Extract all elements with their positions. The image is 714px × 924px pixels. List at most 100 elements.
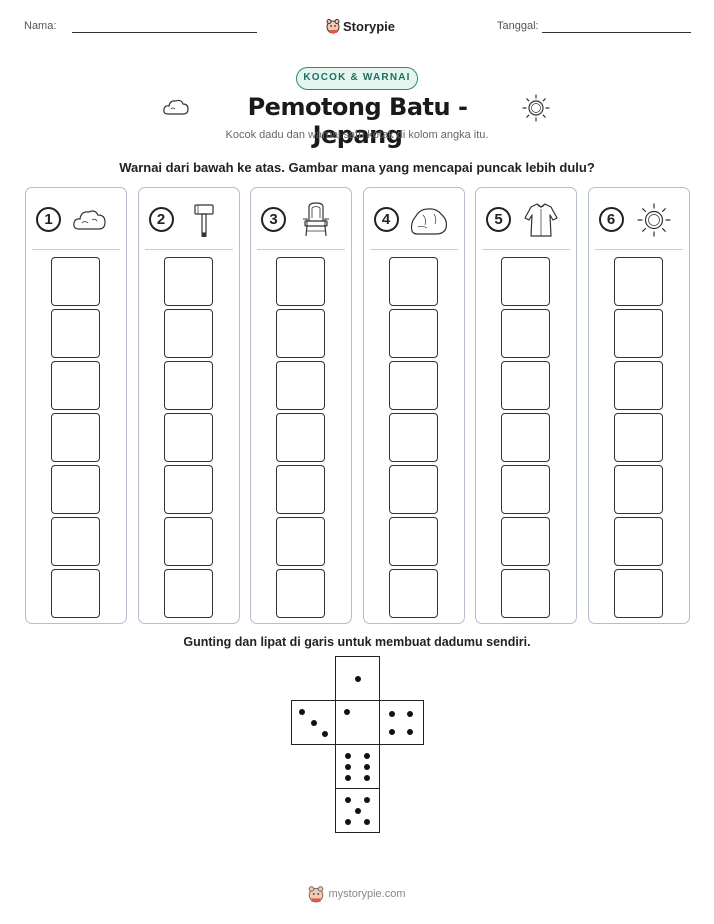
- dice-pip: [299, 709, 305, 715]
- dice-pip: [407, 729, 413, 735]
- color-box[interactable]: [388, 361, 438, 410]
- color-box[interactable]: [388, 569, 438, 618]
- footer-url[interactable]: mystorypie.com: [328, 888, 406, 900]
- color-box[interactable]: [501, 517, 550, 566]
- column-header: 4: [364, 188, 464, 250]
- color-box[interactable]: [613, 465, 663, 514]
- color-box[interactable]: [388, 309, 438, 358]
- page-title: Pemotong Batu - Jepang: [247, 93, 468, 149]
- color-box[interactable]: [276, 569, 325, 618]
- dice-pip: [364, 819, 370, 825]
- dice-pip: [364, 797, 370, 803]
- column-number: 6: [598, 207, 624, 232]
- color-box[interactable]: [388, 465, 438, 514]
- column-header: 2: [139, 188, 239, 250]
- sun-icon: [636, 203, 671, 237]
- column-header: 1: [26, 188, 126, 250]
- name-input-line[interactable]: [72, 32, 257, 33]
- column-5: 5: [475, 187, 577, 624]
- color-box[interactable]: [501, 309, 550, 358]
- color-box[interactable]: [613, 309, 663, 358]
- color-box[interactable]: [276, 309, 325, 358]
- date-label: Tanggal:: [497, 20, 539, 32]
- color-box[interactable]: [501, 257, 550, 306]
- color-box[interactable]: [613, 257, 663, 306]
- color-box[interactable]: [501, 569, 550, 618]
- color-box[interactable]: [51, 517, 100, 566]
- title-row: Pemotong Batu - Jepang: [0, 93, 714, 149]
- dice-pip: [345, 797, 351, 803]
- dice-face-6: [335, 744, 380, 789]
- color-box[interactable]: [276, 517, 325, 566]
- color-box[interactable]: [613, 569, 663, 618]
- dice-pip: [322, 731, 328, 737]
- dice-pip: [345, 819, 351, 825]
- dice-pip: [389, 729, 395, 735]
- color-box[interactable]: [276, 465, 325, 514]
- column-1: 1: [25, 187, 127, 624]
- color-box[interactable]: [276, 257, 325, 306]
- color-box[interactable]: [613, 361, 663, 410]
- coloring-columns: 1 2: [25, 187, 690, 624]
- date-input-line[interactable]: [542, 32, 691, 33]
- color-box[interactable]: [163, 517, 213, 566]
- column-divider: [594, 249, 683, 250]
- color-box[interactable]: [388, 257, 438, 306]
- dice-pip: [311, 720, 317, 726]
- column-number: 1: [36, 207, 61, 232]
- cloud-icon: [163, 99, 189, 115]
- column-header: 6: [589, 188, 689, 250]
- color-box[interactable]: [613, 517, 663, 566]
- sun-icon: [522, 94, 550, 122]
- instruction: Warnai dari bawah ke atas. Gambar mana y…: [119, 160, 595, 175]
- dice-pip: [389, 711, 395, 717]
- dice-pip: [364, 775, 370, 781]
- color-box[interactable]: [163, 309, 213, 358]
- dice-pip: [344, 709, 350, 715]
- dice-pip: [355, 808, 361, 814]
- color-box[interactable]: [51, 257, 100, 306]
- column-2: 2: [137, 187, 240, 624]
- dice-face-1: [335, 656, 380, 701]
- dice-pip: [345, 775, 351, 781]
- color-box[interactable]: [501, 361, 550, 410]
- column-divider: [32, 249, 120, 250]
- color-box[interactable]: [501, 413, 550, 462]
- brand-name: Storypie: [343, 18, 396, 34]
- column-header: 5: [476, 188, 576, 250]
- color-box[interactable]: [388, 413, 438, 462]
- storypie-logo: Storypie: [326, 18, 395, 34]
- color-box[interactable]: [388, 517, 438, 566]
- dice-pip: [345, 753, 351, 759]
- column-number: 2: [148, 207, 174, 232]
- color-box[interactable]: [51, 413, 100, 462]
- dice-pip: [345, 764, 351, 770]
- dice-face-4: [379, 700, 424, 745]
- dice-pip: [364, 764, 370, 770]
- color-box[interactable]: [51, 569, 100, 618]
- color-box[interactable]: [163, 569, 213, 618]
- color-box[interactable]: [163, 361, 213, 410]
- color-box[interactable]: [276, 361, 325, 410]
- color-box[interactable]: [501, 465, 550, 514]
- color-box[interactable]: [163, 465, 213, 514]
- cut-instruction: Gunting dan lipat di garis untuk membuat…: [183, 635, 531, 649]
- color-box[interactable]: [163, 257, 213, 306]
- color-box[interactable]: [276, 413, 325, 462]
- color-box[interactable]: [51, 309, 100, 358]
- column-number: 4: [373, 207, 399, 232]
- column-4: 4: [362, 187, 465, 624]
- footer: mystorypie.com: [0, 885, 714, 903]
- color-box[interactable]: [163, 413, 213, 462]
- storypie-mascot-icon: [309, 886, 324, 903]
- column-divider: [369, 249, 458, 250]
- color-box[interactable]: [613, 413, 663, 462]
- column-header: 3: [251, 188, 351, 250]
- color-box[interactable]: [51, 361, 100, 410]
- dice-pip: [355, 676, 361, 682]
- color-box[interactable]: [51, 465, 100, 514]
- column-number: 5: [486, 207, 511, 232]
- subtitle: Kocok dadu dan warnai satu kotak di kolo…: [225, 129, 489, 141]
- column-number: 3: [261, 207, 286, 232]
